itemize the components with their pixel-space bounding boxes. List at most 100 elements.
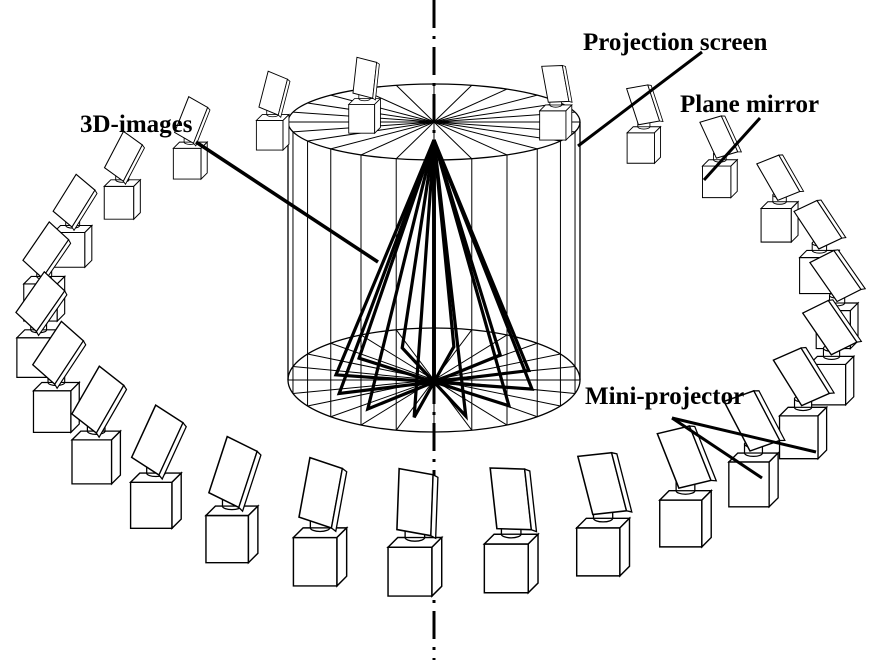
leader-line-plane-mirror	[702, 116, 762, 182]
top-spoke	[433, 102, 561, 123]
bottom-spoke	[292, 379, 435, 394]
projector-unit	[574, 451, 633, 578]
leader-line-mini-projector-a	[671, 416, 817, 454]
mirror-edge	[330, 467, 348, 533]
3d-image-cones	[333, 139, 535, 421]
projector-unit	[699, 115, 743, 199]
plane-mirror	[258, 70, 291, 118]
projector-unit	[386, 467, 444, 598]
mirror-edge	[54, 339, 87, 390]
plane-mirror	[207, 435, 262, 513]
mirror-edge	[827, 299, 863, 343]
projector-body-side	[374, 97, 381, 135]
plane-mirror	[173, 95, 211, 147]
projector-body-front	[659, 499, 703, 548]
mirror-edge	[688, 425, 718, 482]
projector-body-side	[282, 113, 290, 152]
projector-body-front	[205, 514, 250, 564]
mirror-edge	[238, 450, 262, 513]
projector-unit	[482, 467, 540, 595]
plane-mirror	[130, 404, 187, 481]
projector-body-side	[110, 429, 122, 486]
projector-body-side	[133, 178, 141, 221]
projector-body-side	[790, 200, 799, 244]
projector-unit	[172, 95, 211, 181]
plane-mirror	[656, 425, 718, 489]
projector-body-side	[200, 141, 208, 181]
projector-body-side	[701, 489, 712, 549]
projector-unit	[625, 84, 664, 165]
mirror-edge	[778, 154, 805, 192]
plane-mirror	[808, 249, 867, 303]
top-spoke	[433, 121, 508, 156]
projector-unit	[538, 64, 573, 142]
leader-line-projection-screen	[577, 50, 703, 148]
mirror-edge	[816, 199, 847, 239]
projector-body-front	[71, 439, 113, 485]
bottom-spoke	[360, 334, 435, 381]
projector-body-front	[575, 527, 621, 577]
projector-unit	[204, 435, 262, 565]
plane-mirror	[756, 154, 805, 202]
projector-unit	[656, 425, 718, 549]
plane-mirror	[489, 467, 538, 533]
mirror-edge	[430, 473, 439, 540]
projector-body-side	[84, 224, 93, 269]
projector-body-side	[527, 532, 539, 595]
mirror-edge	[800, 346, 836, 395]
projector-body-side	[817, 405, 828, 461]
leader-line-mini-projector-b	[671, 416, 763, 480]
mirror-edge	[647, 84, 664, 123]
projector-body-front	[348, 103, 376, 134]
projector-unit	[756, 154, 805, 244]
mirror-edge	[122, 144, 146, 186]
bottom-spoke	[292, 366, 435, 381]
image-cone	[432, 139, 532, 384]
projector-body-side	[619, 516, 631, 578]
projector-body-side	[730, 158, 738, 199]
top-spoke	[433, 94, 538, 123]
plane-mirror	[15, 270, 68, 337]
plane-mirror	[70, 365, 128, 439]
mirror-face	[396, 467, 434, 537]
plane-mirror	[103, 130, 146, 186]
mirror-edge	[193, 106, 211, 147]
plane-mirror	[31, 320, 87, 390]
projector-unit	[103, 130, 146, 221]
label-projection-screen: Projection screen	[583, 29, 768, 56]
plane-mirror	[298, 456, 348, 533]
projector-body-side	[431, 535, 443, 598]
projector-unit	[347, 56, 382, 135]
plane-mirror	[625, 84, 664, 126]
label-plane-mirror: Plane mirror	[680, 91, 820, 118]
projector-body-side	[171, 471, 182, 530]
projector-body-front	[255, 120, 284, 151]
leader-lines	[195, 50, 817, 480]
mirror-edge	[523, 468, 538, 533]
plane-mirror	[793, 199, 847, 250]
top-spoke	[433, 88, 508, 123]
projector-body-side	[654, 125, 662, 165]
projector-body-front	[32, 390, 72, 433]
projector-body-side	[336, 526, 348, 588]
mirror-edge	[35, 289, 68, 337]
projector-body-front	[626, 132, 655, 164]
top-spoke	[330, 121, 435, 150]
plane-mirror	[801, 299, 863, 356]
projector-body-front	[387, 546, 433, 597]
label-mini-projector: Mini-projector	[585, 383, 745, 410]
projector-ring	[15, 56, 867, 598]
top-spoke	[433, 121, 538, 150]
projector-body-side	[247, 504, 259, 565]
mirror-edge	[832, 249, 867, 290]
projector-unit	[291, 456, 349, 588]
projector-body-side	[565, 103, 573, 142]
projector-body-front	[539, 110, 567, 141]
projector-unit	[52, 173, 98, 269]
leader-line-3d-images	[195, 140, 379, 264]
plane-mirror	[772, 346, 836, 407]
projector-unit	[255, 70, 291, 152]
projector-body-front	[483, 543, 529, 594]
